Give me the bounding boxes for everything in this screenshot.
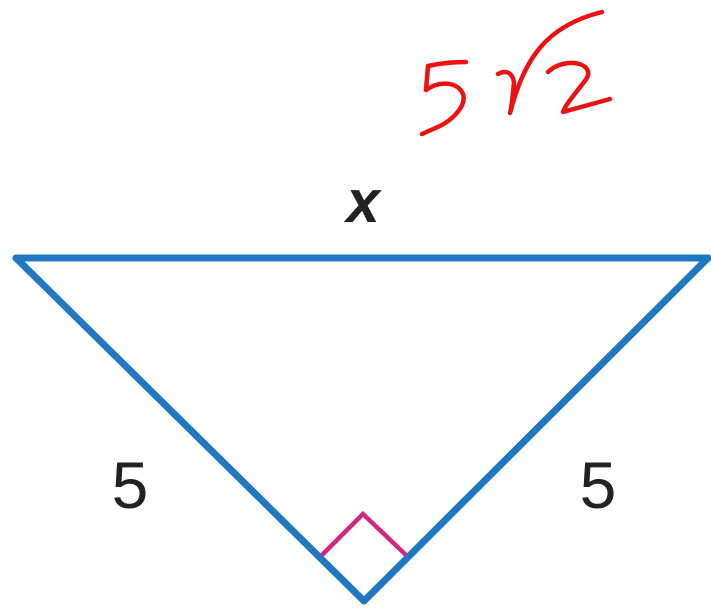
right-leg-label: 5 — [580, 448, 617, 522]
triangle-left-leg — [12, 254, 368, 605]
handwritten-radical — [495, 9, 605, 116]
handwritten-digit-two — [545, 60, 613, 115]
hypotenuse-label: x — [343, 168, 382, 235]
left-leg-label: 5 — [112, 448, 149, 522]
triangle-right-leg — [360, 254, 711, 605]
handwritten-digit-five — [419, 59, 469, 137]
handwritten-answer — [419, 9, 613, 137]
right-angle-marker — [320, 510, 408, 557]
right-triangle — [12, 254, 711, 605]
